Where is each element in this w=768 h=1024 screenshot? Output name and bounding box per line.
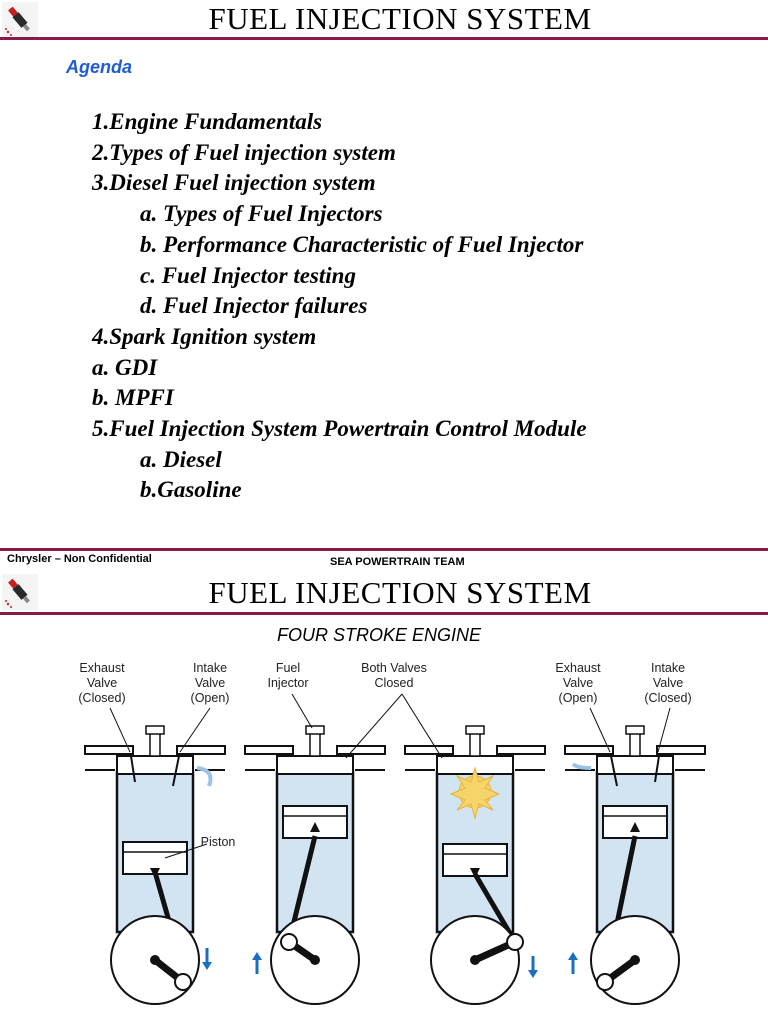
- agenda-item: 5.Fuel Injection System Powertrain Contr…: [92, 416, 587, 442]
- agenda-item: a. Types of Fuel Injectors: [140, 201, 383, 227]
- label-both-valves: Both Valves: [361, 661, 427, 675]
- label-valve: Valve: [563, 676, 593, 690]
- slide-subtitle: FOUR STROKE ENGINE: [276, 625, 482, 645]
- footer-confidentiality: Chrysler – Non Confidential: [7, 553, 152, 565]
- label-valve: Valve: [653, 676, 683, 690]
- title-divider: [0, 612, 768, 615]
- fuel-injector-logo-icon: [2, 2, 38, 38]
- label-open: (Open): [559, 691, 598, 705]
- label-exhaust: Exhaust: [555, 661, 601, 675]
- label-fuel: Fuel: [276, 661, 300, 675]
- label-intake: Intake: [651, 661, 685, 675]
- agenda-item: c. Fuel Injector testing: [140, 262, 356, 288]
- agenda-item: 4.Spark Ignition system: [92, 323, 317, 349]
- label-piston: Piston: [201, 835, 236, 849]
- agenda-item: a. Diesel: [140, 446, 222, 472]
- agenda-item: a. GDI: [92, 354, 158, 380]
- label-open: (Open): [191, 691, 230, 705]
- agenda-heading: Agenda: [66, 57, 133, 77]
- label-valve: Valve: [87, 676, 117, 690]
- label-intake: Intake: [193, 661, 227, 675]
- agenda-item: b. MPFI: [92, 385, 174, 411]
- label-closed: (Closed): [78, 691, 125, 705]
- label-closed: Closed: [375, 676, 414, 690]
- slide-title: FUEL INJECTION SYSTEM: [208, 1, 592, 36]
- fuel-injector-logo-icon: [2, 574, 38, 610]
- agenda-slide: FUEL INJECTION SYSTEM Agenda 1.Engine Fu…: [0, 1, 768, 568]
- label-closed: (Closed): [644, 691, 691, 705]
- four-stroke-slide: FUEL INJECTION SYSTEM FOUR STROKE ENGINE: [0, 572, 768, 1024]
- label-valve: Valve: [195, 676, 225, 690]
- agenda-item: d. Fuel Injector failures: [140, 293, 368, 319]
- agenda-item: 3.Diesel Fuel injection system: [92, 170, 376, 196]
- agenda-item: b.Gasoline: [140, 477, 242, 503]
- agenda-item: 2.Types of Fuel injection system: [92, 139, 396, 165]
- agenda-item: b. Performance Characteristic of Fuel In…: [140, 231, 584, 257]
- label-injector: Injector: [268, 676, 309, 690]
- label-exhaust: Exhaust: [79, 661, 125, 675]
- agenda-list: 1.Engine Fundamentals 2.Types of Fuel inj…: [92, 107, 587, 506]
- footer-divider: [0, 548, 768, 551]
- agenda-item: 1.Engine Fundamentals: [92, 109, 323, 134]
- slide-title: FUEL INJECTION SYSTEM: [208, 575, 592, 610]
- title-divider: [0, 37, 768, 40]
- footer-team: SEA POWERTRAIN TEAM: [330, 556, 465, 568]
- four-stroke-diagram: Exhaust Valve (Closed) Intake Valve (Ope…: [78, 661, 707, 1005]
